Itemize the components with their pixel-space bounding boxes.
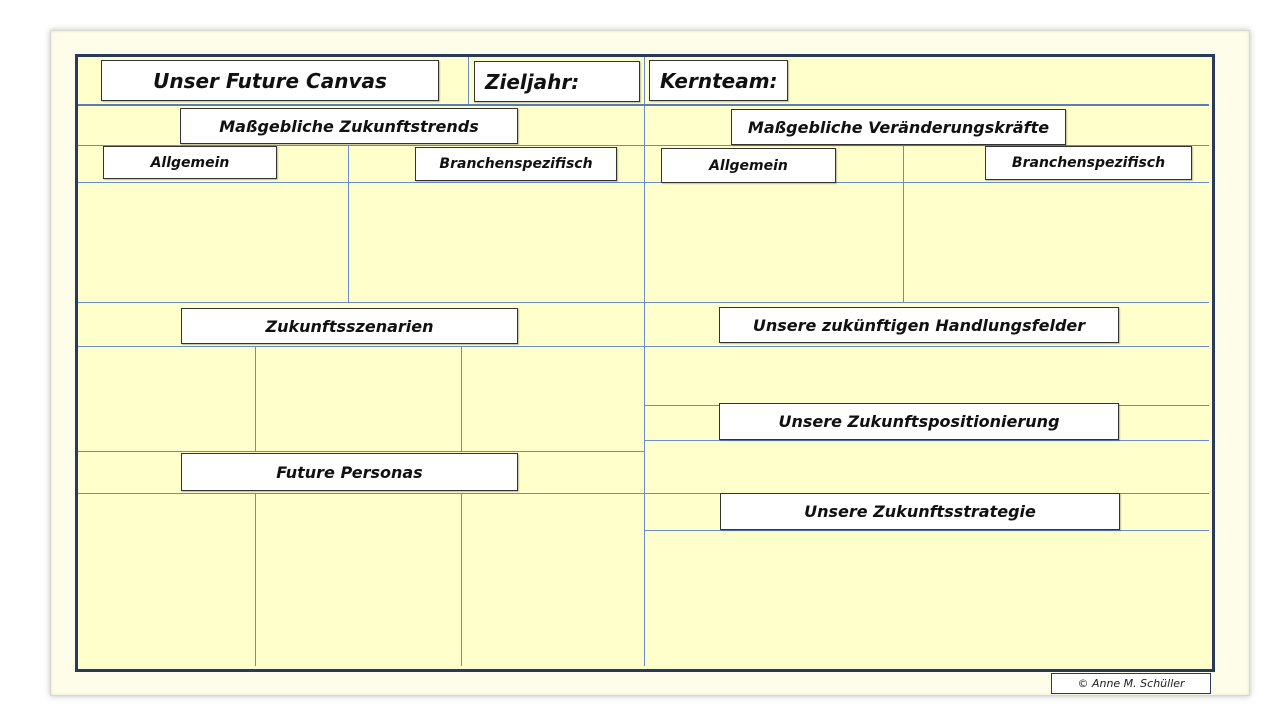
- strategie-heading: Unsere Zukunftsstrategie: [720, 493, 1120, 530]
- copyright-label: © Anne M. Schüller: [1051, 673, 1211, 694]
- zieljahr-label: Zieljahr:: [474, 61, 640, 102]
- grid-line: [461, 346, 462, 451]
- handlungsfelder-heading: Unsere zukünftigen Handlungsfelder: [719, 307, 1119, 343]
- grid-line: [644, 530, 1209, 531]
- kernteam-label: Kernteam:: [649, 60, 788, 101]
- grid-line: [78, 493, 1209, 494]
- branche-right-label: Branchenspezifisch: [985, 146, 1192, 180]
- grid-line: [255, 346, 256, 451]
- branche-left-label: Branchenspezifisch: [415, 147, 617, 181]
- grid-line: [78, 104, 1209, 106]
- grid-line: [468, 57, 469, 105]
- allgemein-right-label: Allgemein: [661, 148, 836, 183]
- grid-line: [255, 493, 256, 666]
- forces-heading: Maßgebliche Veränderungskräfte: [731, 109, 1066, 145]
- canvas-title: Unser Future Canvas: [101, 60, 439, 101]
- grid-line: [644, 440, 1209, 441]
- positionierung-heading: Unsere Zukunftspositionierung: [719, 403, 1119, 440]
- grid-line: [903, 145, 904, 302]
- grid-line: [78, 451, 644, 452]
- trends-heading: Maßgebliche Zukunftstrends: [180, 108, 518, 144]
- grid-line: [78, 145, 1209, 146]
- grid-line: [78, 182, 1209, 183]
- grid-line: [461, 493, 462, 666]
- grid-line: [78, 302, 1209, 303]
- grid-line: [78, 346, 1209, 347]
- szenarien-heading: Zukunftsszenarien: [181, 308, 518, 344]
- grid-line: [644, 57, 645, 666]
- grid-line: [348, 145, 349, 302]
- allgemein-left-label: Allgemein: [103, 146, 277, 179]
- personas-heading: Future Personas: [181, 453, 518, 491]
